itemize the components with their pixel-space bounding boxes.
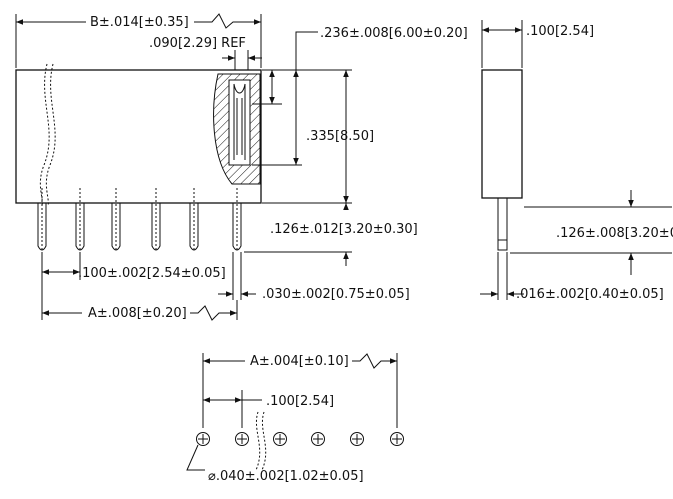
side-width-label: .100[2.54] [526, 24, 594, 39]
pcb-hole [196, 432, 210, 446]
side-housing [481, 69, 523, 199]
pin [151, 203, 161, 251]
front-view: B±.014[±0.35] .090[2.29] REF .236±.008[6… [15, 13, 468, 321]
pcb-hole [350, 432, 364, 446]
pin-offset-label: .236±.008[6.00±0.20] [320, 26, 468, 41]
side-view: .100[2.54] .126±.008[3.20±0.20] .016±.00… [480, 20, 673, 302]
pin-length-label: .126±.012[3.20±0.30] [270, 222, 418, 237]
pcb-hole [235, 432, 249, 446]
pin [232, 203, 242, 251]
pin [189, 203, 199, 251]
pcb-a-width-label: A±.004[±0.10] [250, 354, 349, 369]
a-width-label: A±.008[±0.20] [88, 306, 187, 321]
pcb-hole [390, 432, 404, 446]
side-pin [497, 198, 508, 251]
contact-depth-label: .335[8.50] [306, 129, 374, 144]
pin [111, 203, 121, 251]
housing-body [15, 69, 262, 204]
pin-width-label: .030±.002[0.75±0.05] [262, 287, 410, 302]
ref-width-label: .090[2.29] REF [149, 36, 246, 51]
pins [37, 203, 242, 251]
pcb-hole [311, 432, 325, 446]
pcb-break-line [255, 411, 261, 471]
pcb-pitch-label: .100[2.54] [266, 394, 334, 409]
break-line [39, 63, 50, 207]
b-width-label: B±.014[±0.35] [90, 15, 189, 30]
pin [75, 203, 85, 251]
hole-leader [186, 444, 205, 471]
contact-spring-inner [236, 98, 243, 155]
pcb-holes [196, 432, 404, 446]
pitch-label: .100±.002[2.54±0.05] [78, 266, 226, 281]
pcb-hole [273, 432, 287, 446]
side-pin-length-label: .126±.008[3.20±0.20] [556, 226, 673, 241]
break-line [45, 63, 56, 207]
pcb-layout: A±.004[±0.10] .100[2.54] ⌀.040±.002[1.02… [186, 353, 404, 484]
side-pin-thickness-label: .016±.002[0.40±0.05] [516, 287, 664, 302]
pcb-break-line [261, 411, 267, 471]
contact-spring [233, 83, 246, 160]
hole-diameter-label: ⌀.040±.002[1.02±0.05] [208, 469, 364, 484]
pin [37, 203, 47, 251]
